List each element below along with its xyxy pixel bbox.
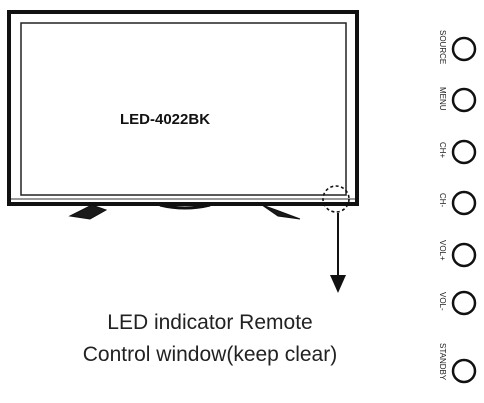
- callout-caption-line-1: LED indicator Remote: [107, 311, 313, 334]
- side-button-label: VOL+: [438, 240, 447, 261]
- tv-screen: [20, 22, 347, 196]
- tv-left-foot: [68, 204, 108, 220]
- callout-arrow-head: [330, 275, 346, 293]
- side-button-label: SOURCE: [438, 30, 447, 64]
- side-button-vol-plus[interactable]: VOL+: [438, 240, 477, 268]
- side-button-vol-minus[interactable]: VOL-: [438, 290, 477, 316]
- tv-model-label: LED-4022BK: [120, 111, 210, 128]
- button-circle-icon[interactable]: [451, 290, 477, 316]
- side-button-ch-minus[interactable]: CH-: [438, 190, 477, 216]
- side-button-menu[interactable]: MENU: [438, 87, 477, 113]
- side-button-standby[interactable]: STANDBY: [438, 343, 477, 384]
- side-control-panel: SOURCE MENU CH+ CH- VOL+ VOL- STANDBY: [438, 30, 477, 384]
- side-button-label: MENU: [438, 87, 447, 111]
- side-button-label: CH-: [438, 193, 447, 208]
- led-indicator-circle: [322, 185, 350, 213]
- button-circle-icon[interactable]: [451, 139, 477, 165]
- button-circle-icon[interactable]: [451, 242, 477, 268]
- button-circle-icon[interactable]: [451, 87, 477, 113]
- side-button-label: VOL-: [438, 292, 447, 311]
- side-button-label: CH+: [438, 142, 447, 159]
- tv-outer-frame: [7, 10, 359, 206]
- button-circle-icon[interactable]: [451, 36, 477, 62]
- button-circle-icon[interactable]: [451, 358, 477, 384]
- tv-right-foot: [261, 204, 301, 220]
- callout-caption-line-2: Control window(keep clear): [82, 343, 338, 366]
- side-button-label: STANDBY: [438, 343, 447, 381]
- side-button-source[interactable]: SOURCE: [438, 30, 477, 64]
- button-circle-icon[interactable]: [451, 190, 477, 216]
- side-button-ch-plus[interactable]: CH+: [438, 139, 477, 165]
- tv-center-tab: [159, 203, 211, 210]
